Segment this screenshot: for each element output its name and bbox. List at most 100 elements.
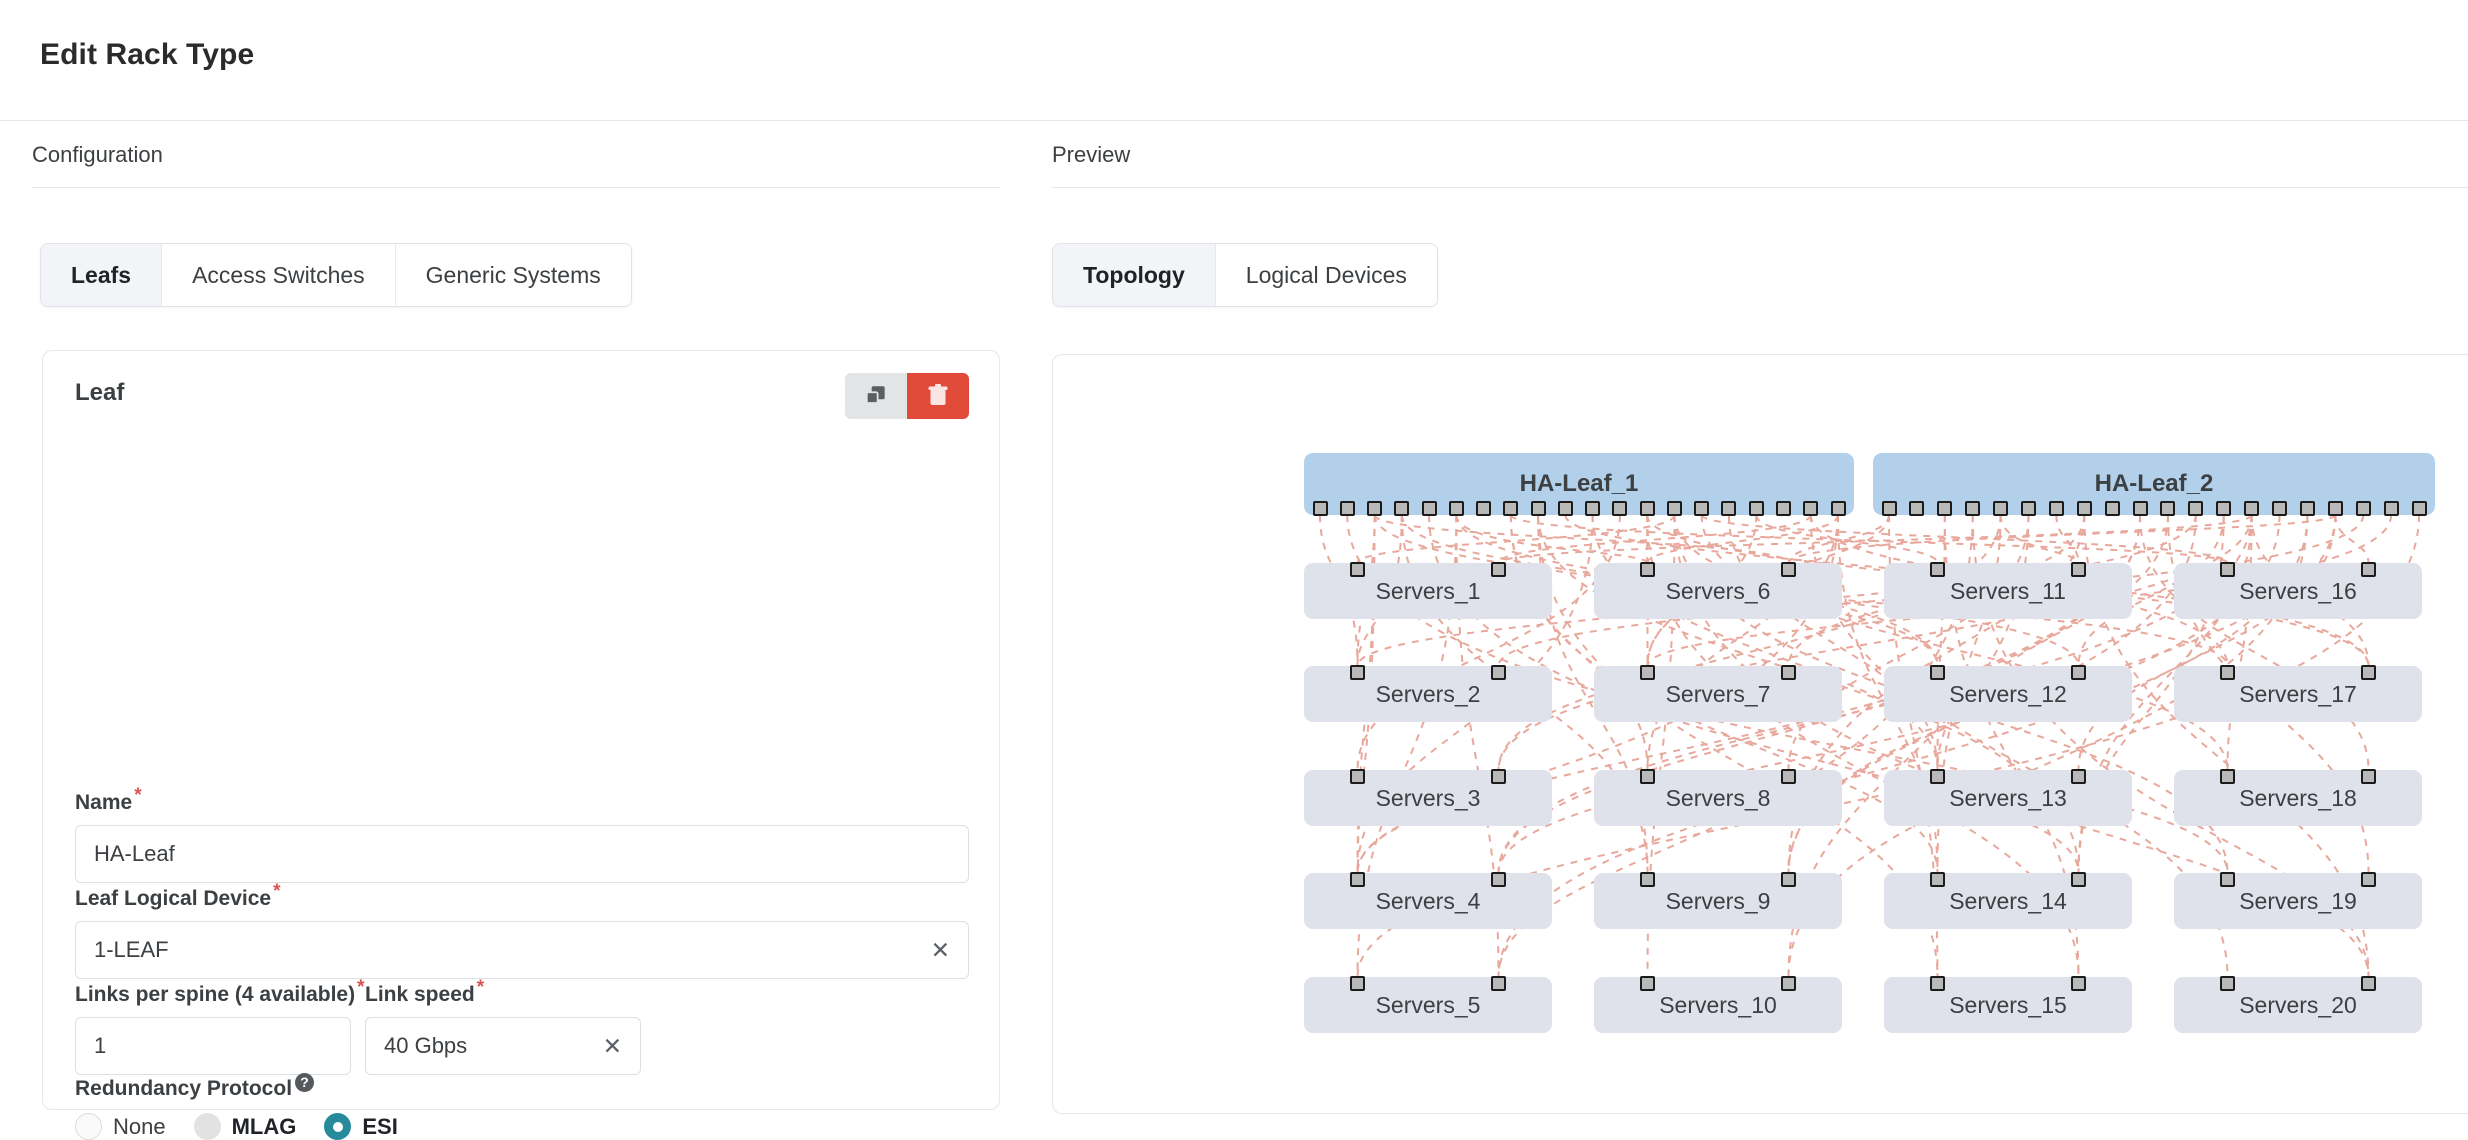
topology-port[interactable] xyxy=(1930,562,1945,577)
topology-port[interactable] xyxy=(2049,501,2064,516)
topology-port[interactable] xyxy=(1491,769,1506,784)
topology-node-server[interactable]: Servers_7 xyxy=(1594,666,1842,722)
topology-node-server[interactable]: Servers_4 xyxy=(1304,873,1552,929)
redundancy-protocol-radiogroup[interactable]: None MLAG ESI xyxy=(75,1113,426,1140)
topology-node-server[interactable]: Servers_6 xyxy=(1594,563,1842,619)
topology-port[interactable] xyxy=(2071,769,2086,784)
topology-port[interactable] xyxy=(2160,501,2175,516)
topology-port[interactable] xyxy=(1350,872,1365,887)
topology-port[interactable] xyxy=(1491,976,1506,991)
topology-port[interactable] xyxy=(1503,501,1518,516)
topology-node-server[interactable]: Servers_16 xyxy=(2174,563,2422,619)
topology-port[interactable] xyxy=(1612,501,1627,516)
topology-port[interactable] xyxy=(1694,501,1709,516)
topology-port[interactable] xyxy=(1803,501,1818,516)
topology-port[interactable] xyxy=(2412,501,2427,516)
tab-generic-systems[interactable]: Generic Systems xyxy=(396,244,631,306)
tab-logical-devices[interactable]: Logical Devices xyxy=(1216,244,1437,306)
topology-port[interactable] xyxy=(1350,769,1365,784)
topology-port[interactable] xyxy=(1394,501,1409,516)
topology-node-server[interactable]: Servers_11 xyxy=(1884,563,2132,619)
topology-port[interactable] xyxy=(1831,501,1846,516)
topology-node-server[interactable]: Servers_3 xyxy=(1304,770,1552,826)
tab-leafs[interactable]: Leafs xyxy=(41,244,162,306)
topology-port[interactable] xyxy=(1491,562,1506,577)
topology-node-server[interactable]: Servers_2 xyxy=(1304,666,1552,722)
topology-port[interactable] xyxy=(2220,665,2235,680)
topology-port[interactable] xyxy=(2077,501,2092,516)
topology-port[interactable] xyxy=(2272,501,2287,516)
topology-node-server[interactable]: Servers_1 xyxy=(1304,563,1552,619)
topology-port[interactable] xyxy=(1422,501,1437,516)
radio-dot-none[interactable] xyxy=(75,1113,102,1140)
topology-node-server[interactable]: Servers_15 xyxy=(1884,977,2132,1033)
topology-port[interactable] xyxy=(1667,501,1682,516)
topology-port[interactable] xyxy=(1340,501,1355,516)
topology-port[interactable] xyxy=(1930,769,1945,784)
delete-leaf-button[interactable] xyxy=(907,373,969,419)
topology-port[interactable] xyxy=(2220,872,2235,887)
topology-node-leaf[interactable]: HA-Leaf_1 xyxy=(1304,453,1854,515)
copy-leaf-button[interactable] xyxy=(845,373,907,419)
topology-port[interactable] xyxy=(2220,976,2235,991)
topology-port[interactable] xyxy=(1350,562,1365,577)
topology-node-server[interactable]: Servers_17 xyxy=(2174,666,2422,722)
radio-dot-mlag[interactable] xyxy=(194,1113,221,1140)
tab-topology[interactable]: Topology xyxy=(1053,244,1216,306)
topology-node-server[interactable]: Servers_9 xyxy=(1594,873,1842,929)
topology-port[interactable] xyxy=(2361,769,2376,784)
topology-port[interactable] xyxy=(1558,501,1573,516)
topology-port[interactable] xyxy=(1909,501,1924,516)
topology-port[interactable] xyxy=(2021,501,2036,516)
topology-port[interactable] xyxy=(1781,665,1796,680)
topology-port[interactable] xyxy=(1781,872,1796,887)
topology-port[interactable] xyxy=(1993,501,2008,516)
radio-mlag[interactable]: MLAG xyxy=(194,1113,297,1140)
topology-port[interactable] xyxy=(1640,769,1655,784)
topology-port[interactable] xyxy=(1449,501,1464,516)
topology-port[interactable] xyxy=(1640,665,1655,680)
topology-port[interactable] xyxy=(2220,562,2235,577)
topology-port[interactable] xyxy=(1781,976,1796,991)
topology-port[interactable] xyxy=(2361,976,2376,991)
topology-port[interactable] xyxy=(1531,501,1546,516)
radio-dot-esi[interactable] xyxy=(324,1113,351,1140)
topology-port[interactable] xyxy=(1350,665,1365,680)
topology-port[interactable] xyxy=(2384,501,2399,516)
topology-port[interactable] xyxy=(1350,976,1365,991)
topology-node-server[interactable]: Servers_18 xyxy=(2174,770,2422,826)
topology-port[interactable] xyxy=(1585,501,1600,516)
topology-port[interactable] xyxy=(1749,501,1764,516)
topology-port[interactable] xyxy=(1937,501,1952,516)
topology-node-server[interactable]: Servers_13 xyxy=(1884,770,2132,826)
radio-none[interactable]: None xyxy=(75,1113,166,1140)
radio-esi[interactable]: ESI xyxy=(324,1113,397,1140)
topology-port[interactable] xyxy=(2188,501,2203,516)
topology-port[interactable] xyxy=(2220,769,2235,784)
topology-port[interactable] xyxy=(2300,501,2315,516)
topology-port[interactable] xyxy=(2071,976,2086,991)
topology-port[interactable] xyxy=(1640,501,1655,516)
tab-access-switches[interactable]: Access Switches xyxy=(162,244,396,306)
topology-port[interactable] xyxy=(2071,562,2086,577)
topology-port[interactable] xyxy=(1930,976,1945,991)
topology-port[interactable] xyxy=(1965,501,1980,516)
topology-port[interactable] xyxy=(1476,501,1491,516)
topology-port[interactable] xyxy=(1882,501,1897,516)
topology-port[interactable] xyxy=(2361,665,2376,680)
topology-node-server[interactable]: Servers_14 xyxy=(1884,873,2132,929)
topology-node-leaf[interactable]: HA-Leaf_2 xyxy=(1873,453,2435,515)
topology-node-server[interactable]: Servers_19 xyxy=(2174,873,2422,929)
topology-port[interactable] xyxy=(1491,665,1506,680)
leaf-logical-device-select[interactable]: 1-LEAF ✕ xyxy=(75,921,969,979)
topology-port[interactable] xyxy=(1640,872,1655,887)
topology-port[interactable] xyxy=(1491,872,1506,887)
topology-port[interactable] xyxy=(2105,501,2120,516)
topology-port[interactable] xyxy=(2356,501,2371,516)
clear-x-icon[interactable]: ✕ xyxy=(931,937,950,964)
name-input[interactable]: HA-Leaf xyxy=(75,825,969,883)
topology-port[interactable] xyxy=(2361,872,2376,887)
